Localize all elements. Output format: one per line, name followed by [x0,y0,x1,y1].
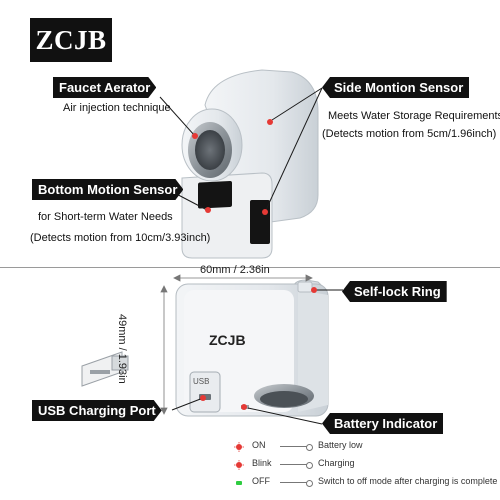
usb-cable-icon [81,351,129,387]
brand-logo: ZCJB [30,18,112,62]
air-injection-caption: Air injection technique [63,102,171,114]
red-led-icon [234,442,244,452]
battery-indicator-label: Battery Indicator [322,413,444,434]
callout-dots-top [192,119,273,215]
faucet-aerator-label: Faucet Aerator [53,77,156,98]
legend-desc: Charging [318,458,355,468]
dimension-lines [160,274,313,415]
side-sensor-desc-1: Meets Water Storage Requirements [328,110,500,122]
callout-lines-bottom [171,289,343,425]
legend-arrow [280,444,313,451]
bottom-sensor-desc-1: for Short-term Water Needs [38,211,173,223]
bottom-sensor-label: Bottom Motion Sensor [32,179,183,200]
self-lock-ring-label: Self-lock Ring [342,281,447,302]
legend-desc: Switch to off mode after charging is com… [318,476,498,486]
legend-state: OFF [252,476,270,486]
legend-desc: Battery low [318,440,363,450]
sensor-device-top [181,69,319,259]
legend-arrow [280,462,313,469]
green-led-icon [234,478,242,486]
height-dimension: 49mm / 1.93in [116,314,128,384]
side-sensor-label: Side Montion Sensor [322,77,470,98]
sensor-device-bottom [175,279,329,417]
legend-state: ON [252,440,266,450]
red-blink-led-icon [234,460,244,470]
callout-dots-bottom [200,287,317,410]
usb-charging-port-label: USB Charging Port [32,400,162,421]
legend-state: Blink [252,458,272,468]
usb-port-text: USB [193,377,210,386]
legend-arrow [280,480,313,487]
device-logo: ZCJB [209,332,246,348]
bottom-sensor-desc-2: (Detects motion from 10cm/3.93inch) [30,232,211,244]
section-divider [0,267,500,268]
width-dimension: 60mm / 2.36in [200,264,270,276]
callout-lines-top [159,87,323,213]
side-sensor-desc-2: (Detects motion from 5cm/1.96inch) [322,128,497,140]
